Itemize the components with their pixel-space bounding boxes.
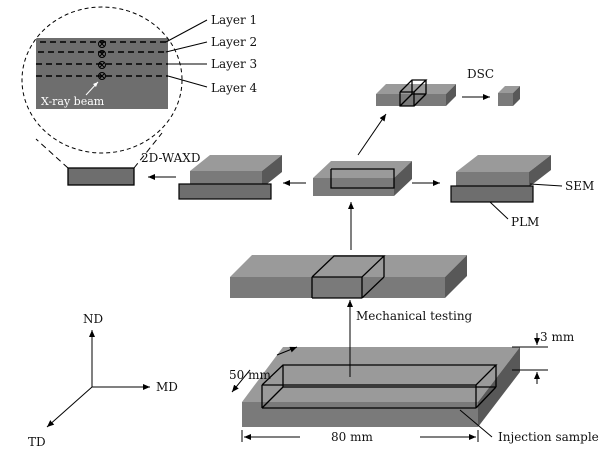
dsc-cube-outline bbox=[399, 79, 428, 107]
layer1-label: Layer 1 bbox=[211, 13, 257, 27]
layer3-label: Layer 3 bbox=[211, 57, 257, 71]
plm-label: PLM bbox=[511, 215, 539, 229]
layer-labels: Layer 1 Layer 2 Layer 3 Layer 4 bbox=[165, 13, 258, 95]
length-label: 80 mm bbox=[331, 430, 373, 444]
thickness-label: 3 mm bbox=[540, 330, 575, 344]
waxd-block bbox=[190, 155, 282, 188]
mechanical-testing-label: Mechanical testing bbox=[356, 309, 473, 323]
mechanical-specimen bbox=[230, 255, 467, 299]
injection-sample-label: Injection sample bbox=[498, 430, 599, 444]
layer4-label: Layer 4 bbox=[211, 81, 258, 95]
coordinate-axes: ND MD TD bbox=[28, 312, 178, 449]
thickness-dimension: 3 mm bbox=[512, 330, 575, 384]
waxd-strip bbox=[178, 183, 272, 200]
magnified-view: X-ray beam bbox=[21, 6, 183, 154]
md-label: MD bbox=[156, 380, 178, 394]
beam-markers bbox=[98, 40, 106, 80]
sem-label: SEM bbox=[565, 179, 594, 193]
layer2-label: Layer 2 bbox=[211, 35, 257, 49]
cut-block-outline bbox=[311, 255, 386, 299]
td-label: TD bbox=[28, 435, 46, 449]
width-label: 50 mm bbox=[229, 368, 271, 382]
dsc-piece bbox=[498, 86, 520, 106]
mechanical-specimen-outline bbox=[261, 364, 498, 409]
td-axis bbox=[46, 386, 93, 428]
length-dimension: 80 mm bbox=[241, 430, 479, 444]
xray-beam-label: X-ray beam bbox=[41, 95, 105, 108]
arrow-to-dsc bbox=[357, 113, 387, 156]
center-block bbox=[313, 161, 412, 196]
sem-block bbox=[456, 155, 551, 187]
waxd-label: 2D-WAXD bbox=[141, 151, 200, 165]
injection-sample-plate bbox=[242, 347, 520, 427]
plm-strip bbox=[450, 185, 534, 203]
width-dimension: 50 mm bbox=[229, 346, 298, 393]
nd-label: ND bbox=[83, 312, 103, 326]
dsc-label: DSC bbox=[467, 67, 494, 81]
waxd-slice bbox=[67, 167, 135, 186]
dsc-block bbox=[376, 79, 456, 107]
